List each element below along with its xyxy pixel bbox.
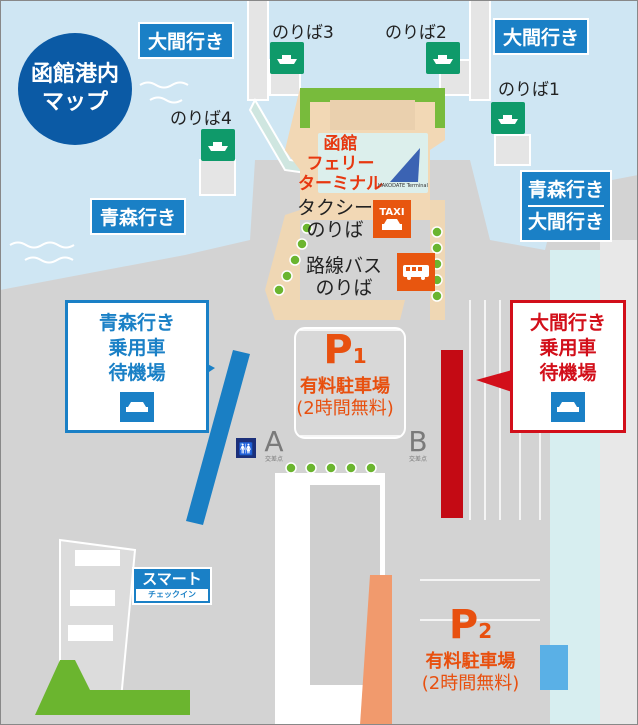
intersection-b-caption: 交差点 bbox=[408, 456, 427, 463]
destination-right-oma: 大間行き bbox=[528, 205, 605, 237]
destination-aomori-label: 青森行き bbox=[90, 198, 187, 235]
berth1-label: のりば1 bbox=[498, 80, 560, 100]
intersection-b-letter: B bbox=[408, 425, 428, 458]
map-title: 函館港内 マップ bbox=[18, 33, 132, 145]
parking-2-label: P2 有料駐車場 (2時間無料) bbox=[398, 605, 543, 695]
oma-waiting-area-callout: 大間行き 乗用車 待機場 bbox=[510, 300, 626, 433]
terminal-name-line2: フェリー bbox=[306, 154, 375, 174]
smart-checkin-line2: チェックイン bbox=[136, 589, 208, 601]
parking-lot-1 bbox=[294, 327, 406, 439]
berth4-label: のりば4 bbox=[170, 109, 232, 129]
oma-waiting-lane bbox=[441, 350, 463, 518]
oma-waiting-line2: 乗用車 bbox=[539, 337, 597, 359]
ship-icon bbox=[270, 42, 304, 74]
aomori-waiting-area-callout: 青森行き 乗用車 待機場 bbox=[65, 300, 209, 433]
bus-label-line1: 路線バス bbox=[306, 255, 383, 277]
oma-waiting-line3: 待機場 bbox=[539, 362, 597, 384]
oma-callout-tail bbox=[476, 370, 512, 392]
destination-right-aomori: 青森行き bbox=[528, 179, 605, 201]
terminal-name: 函館 フェリー ターミナル bbox=[298, 134, 383, 194]
bus-icon bbox=[397, 253, 435, 291]
svg-text:🚻: 🚻 bbox=[239, 442, 254, 456]
parking-1-number: 1 bbox=[352, 344, 367, 368]
terminal-name-line1: 函館 bbox=[323, 134, 358, 154]
smart-checkin-line1: スマート bbox=[142, 570, 202, 588]
berth3-label: のりば3 bbox=[272, 23, 334, 43]
forecourt bbox=[265, 210, 405, 320]
bus-stop-label: 路線バス のりば bbox=[306, 255, 382, 299]
parking-1-label: P1 有料駐車場 (2時間無料) bbox=[270, 330, 420, 420]
intersection-a: A 交差点 bbox=[262, 428, 286, 464]
wave-marks bbox=[9, 81, 189, 264]
parking-2-number: 2 bbox=[478, 619, 493, 643]
destination-right-box: 青森行き 大間行き bbox=[520, 170, 613, 242]
map-title-line2: マップ bbox=[41, 90, 108, 115]
p2-blue-facility bbox=[540, 645, 568, 690]
parking-2-type: 有料駐車場 bbox=[425, 651, 516, 672]
terminal-logo-text: HAKODATE Terminal bbox=[378, 183, 428, 189]
taxi-icon-text: TAXI bbox=[379, 206, 405, 218]
aomori-waiting-line2: 乗用車 bbox=[108, 337, 166, 359]
ship-icon bbox=[491, 102, 525, 134]
ship-icon bbox=[201, 129, 235, 161]
intersection-b: B 交差点 bbox=[406, 428, 430, 464]
map-title-line1: 函館港内 bbox=[30, 62, 119, 87]
car-icon bbox=[120, 392, 154, 422]
intersection-a-caption: 交差点 bbox=[264, 456, 283, 463]
taxi-label-line2: のりば bbox=[306, 219, 364, 241]
oma-waiting-line1: 大間行き bbox=[529, 312, 606, 334]
intersection-a-letter: A bbox=[264, 425, 284, 458]
destination-oma-right-label: 大間行き bbox=[493, 18, 590, 55]
berth2-label: のりば2 bbox=[385, 23, 447, 43]
aomori-waiting-line1: 青森行き bbox=[98, 312, 175, 334]
parking-1-note: (2時間無料) bbox=[296, 398, 394, 419]
terminal-name-line3: ターミナル bbox=[298, 174, 383, 194]
orange-structure bbox=[360, 575, 392, 725]
car-icon bbox=[551, 392, 585, 422]
destination-oma-label: 大間行き bbox=[138, 22, 235, 59]
ship-icon bbox=[426, 42, 460, 74]
aomori-waiting-lane bbox=[186, 350, 250, 525]
smart-checkin-sign: スマート チェックイン bbox=[132, 567, 212, 605]
aomori-waiting-line3: 待機場 bbox=[108, 362, 166, 384]
parking-2-letter: P bbox=[448, 602, 479, 648]
terminal-logo bbox=[390, 148, 420, 182]
green-strip bbox=[35, 660, 190, 715]
parking-1-type: 有料駐車場 bbox=[300, 376, 390, 397]
parking-1-letter: P bbox=[323, 327, 353, 373]
parking-2-note: (2時間無料) bbox=[421, 673, 520, 694]
taxi-icon: TAXI bbox=[373, 200, 411, 238]
restroom-icon bbox=[236, 438, 256, 458]
taxi-stand-label: タクシー のりば bbox=[297, 197, 373, 241]
bus-label-line2: のりば bbox=[315, 277, 373, 299]
taxi-label-line1: タクシー bbox=[297, 197, 374, 219]
